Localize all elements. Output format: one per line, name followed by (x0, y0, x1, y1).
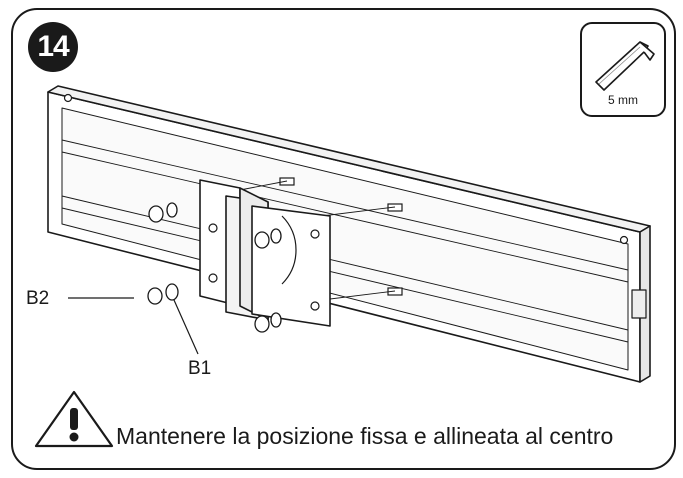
callout-b2: B2 (26, 288, 50, 309)
screws (147, 202, 282, 333)
callout-leaders (68, 297, 199, 355)
tool-box: 5 mm (580, 22, 666, 117)
warning-triangle-icon (34, 390, 114, 448)
panel-frame (11, 8, 676, 470)
tool-size-label: 5 mm (608, 93, 638, 107)
step-number-badge: 14 (28, 22, 78, 72)
wall-rail (47, 85, 651, 383)
hex-key-icon (595, 41, 655, 91)
warning-text: Mantenere la posizione fissa e allineata… (116, 423, 614, 449)
callout-b1: B1 (188, 358, 212, 379)
